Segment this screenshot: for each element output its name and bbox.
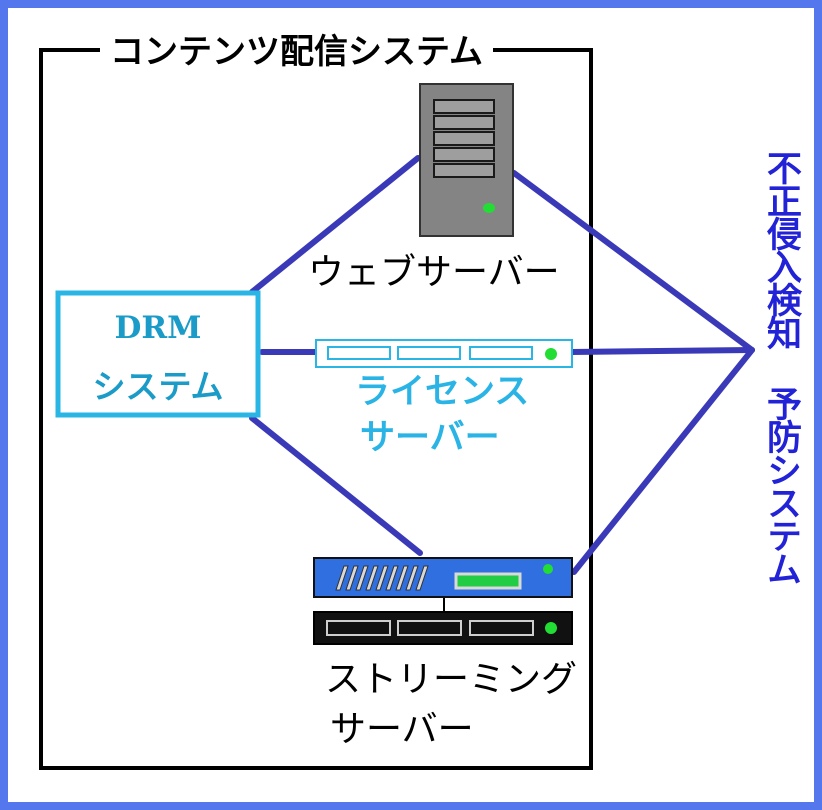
streaming-server-icon bbox=[313, 557, 573, 645]
streaming-server-label-line2: サーバー bbox=[330, 709, 474, 750]
license-server-icon bbox=[315, 339, 573, 368]
license-server-label-line1: ライセンス bbox=[355, 372, 530, 412]
line-drm-web bbox=[249, 155, 421, 295]
line-license-ids bbox=[569, 347, 755, 355]
drm-subtitle: システム bbox=[92, 367, 224, 406]
web-server-icon bbox=[419, 83, 514, 237]
line-drm-streaming bbox=[249, 415, 423, 556]
web-server-label: ウェブサーバー bbox=[308, 252, 560, 293]
system-title: コンテンツ配信システム bbox=[100, 30, 493, 74]
streaming-server-label-line1: ストリーミング bbox=[325, 659, 578, 700]
drm-system-box bbox=[55, 290, 261, 418]
license-server-label-line2: サーバー bbox=[360, 418, 500, 458]
line-web-ids bbox=[511, 170, 755, 353]
drm-title: DRM bbox=[114, 310, 202, 346]
connection-lines bbox=[249, 155, 755, 575]
line-streaming-ids bbox=[571, 347, 755, 575]
ids-system-label: 不正侵入検知 予防システム bbox=[761, 150, 801, 584]
